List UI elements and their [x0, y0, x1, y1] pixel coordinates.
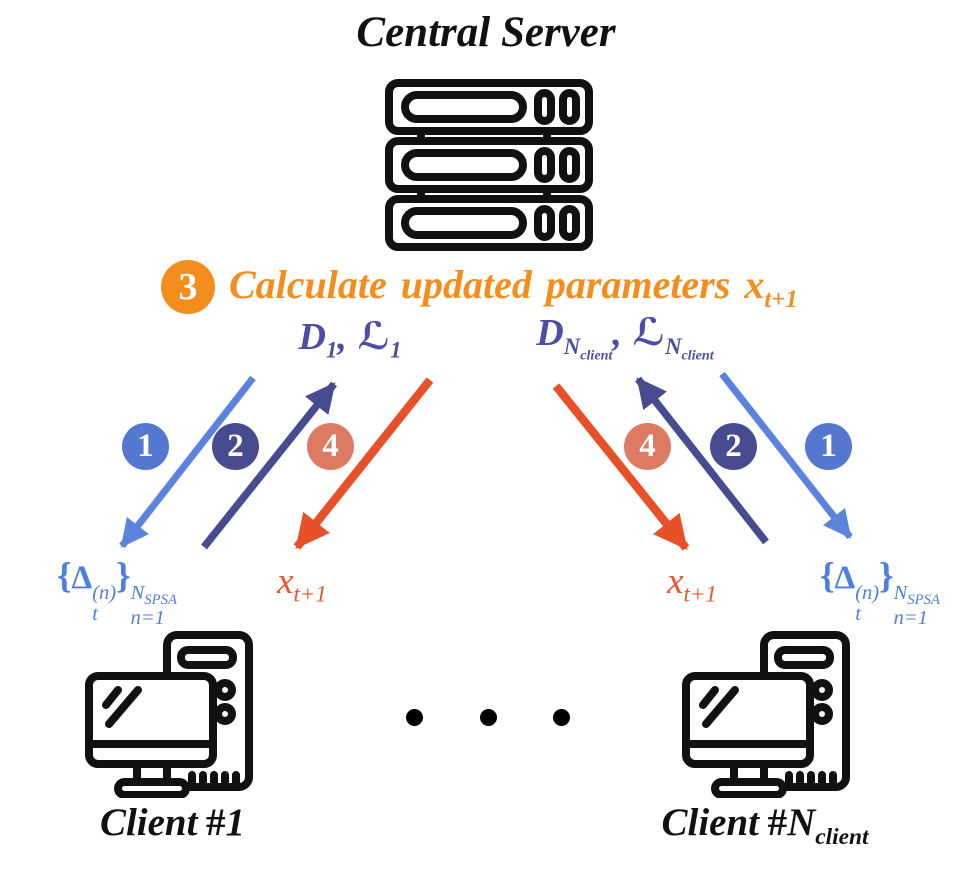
arrow-step1-left	[119, 375, 256, 549]
monitor-base	[711, 778, 787, 798]
screen-shine	[699, 686, 739, 728]
desktop-computer-icon-right	[682, 631, 850, 798]
client-label-right: Client#Nclient	[661, 801, 869, 850]
server-unit-top	[385, 79, 593, 135]
server-unit-bottom	[385, 195, 593, 251]
step4-badge-left: 4	[307, 423, 354, 470]
arrow-step2-right	[635, 376, 769, 545]
dot	[406, 709, 423, 726]
dot	[479, 709, 497, 726]
step3-caption: Calculate updated parameters	[229, 261, 731, 307]
step3-text: Calculate updated parameters xt+1	[229, 261, 798, 314]
client-label-left: Client#1	[99, 801, 246, 844]
tower-vents	[188, 771, 240, 788]
step4-badge-right: 4	[624, 423, 671, 470]
step3-row: 3 Calculate updated parameters xt+1	[161, 259, 798, 315]
upload-label-right: DNclient,ℒNclient	[536, 310, 714, 364]
arrow-step4-right	[552, 383, 690, 551]
desktop-computer-icon-left	[85, 631, 253, 798]
screen-shine	[102, 686, 142, 728]
monitor-base	[114, 778, 190, 798]
arrow-step1-right	[719, 371, 853, 540]
arrow-step4-left	[293, 377, 434, 550]
step3-variable: xt+1	[744, 261, 798, 313]
ellipsis-dots	[406, 709, 570, 726]
step2-badge-right: 2	[710, 423, 757, 470]
step1-badge-right: 1	[805, 423, 852, 470]
dot	[553, 709, 570, 726]
arrow-step2-left	[201, 381, 337, 550]
upload-label-left: D1,ℒ1	[298, 314, 402, 363]
step2-badge-left: 2	[212, 423, 259, 470]
tower-vents	[785, 771, 837, 788]
page-title: Central Server	[356, 9, 616, 56]
updated-params-label-right: xt+1	[667, 561, 717, 607]
step3-badge: 3	[161, 260, 215, 314]
server-rack-icon	[385, 79, 593, 251]
updated-params-label-left: xt+1	[277, 561, 327, 607]
step1-badge-left: 1	[122, 423, 169, 470]
server-unit-middle	[385, 137, 593, 193]
